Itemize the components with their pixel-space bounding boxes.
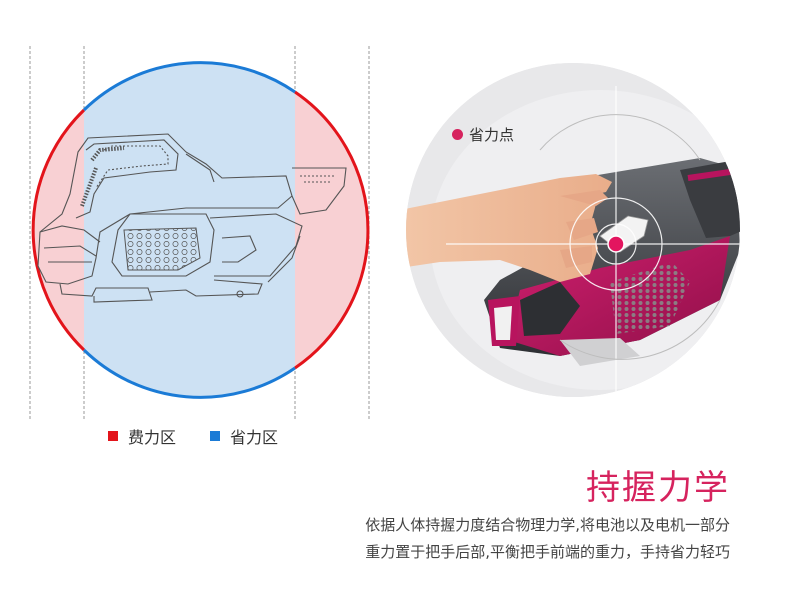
saving-point-dot-icon: [452, 129, 463, 140]
legend-item-saving: 省力区: [210, 424, 278, 448]
effort-zone-arc-right: [294, 90, 370, 370]
legend-label-effort: 费力区: [128, 428, 177, 447]
vacuum-line-drawing: [37, 133, 347, 303]
description-line-2: 重力置于把手后部,平衡把手前端的重力，手持省力轻巧: [365, 543, 730, 561]
section-description: 依据人体持握力度结合物理力学,将电池以及电机一部分 重力置于把手后部,平衡把手前…: [290, 512, 730, 566]
description-line-1: 依据人体持握力度结合物理力学,将电池以及电机一部分: [365, 516, 730, 534]
saving-zone-arc-top: [82, 61, 296, 112]
vacuum-drawing-grip-texture: [90, 146, 125, 162]
section-heading: 持握力学: [586, 468, 730, 508]
saving-point-callout: 省力点: [452, 124, 514, 145]
legend-label-saving: 省力区: [230, 428, 279, 447]
effort-zone-arc-left: [31, 108, 86, 352]
product-photo: [406, 63, 740, 397]
legend-swatch-saving: [210, 431, 221, 441]
legend-item-effort: 费力区: [108, 424, 176, 448]
vacuum-drawing-grille: [123, 227, 201, 271]
vacuum-drawing-grip-texture-2: [80, 167, 98, 207]
saving-zone-arc-bottom: [82, 348, 296, 399]
zone-legend: 费力区 省力区: [108, 424, 278, 448]
saving-point-label: 省力点: [469, 126, 515, 144]
legend-swatch-effort: [108, 431, 118, 441]
